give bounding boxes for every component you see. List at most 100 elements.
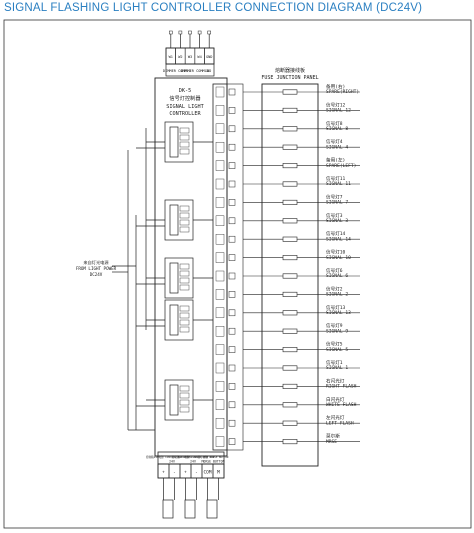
output-label-cn-17: 白闪光灯 bbox=[326, 396, 345, 403]
output-label-en-12: SIGNAL 13 bbox=[326, 310, 351, 316]
output-label-en-5: SIGNAL 11 bbox=[326, 181, 351, 187]
controller-terminal-inner-16 bbox=[215, 381, 225, 392]
output-label-en-9: SIGNAL 10 bbox=[326, 255, 351, 261]
relay-terminal-2-2 bbox=[179, 277, 190, 284]
fuse-panel-name-cn: 熔断器接线板 bbox=[275, 67, 305, 74]
controller-terminal-7 bbox=[228, 217, 236, 225]
relay-terminal-2-0 bbox=[179, 263, 190, 270]
bottom-short-1: 24V bbox=[169, 460, 175, 464]
controller-terminal-inner-1 bbox=[215, 105, 225, 116]
relay-terminal-3-0 bbox=[179, 305, 190, 312]
top-terminal-label-2: W3 bbox=[188, 55, 192, 59]
top-wire-end-1 bbox=[178, 30, 183, 35]
output-label-en-14: SIGNAL 5 bbox=[326, 347, 348, 353]
controller-terminal-inner-13 bbox=[215, 326, 225, 337]
controller-terminal-12 bbox=[228, 309, 236, 317]
output-label-en-1: SIGNAL 12 bbox=[326, 108, 351, 114]
fuse-15 bbox=[282, 365, 298, 371]
relay-module-inner-3 bbox=[169, 304, 179, 336]
top-label-box bbox=[165, 63, 215, 77]
controller-terminal-3 bbox=[228, 143, 236, 151]
relay-terminal-2-3 bbox=[179, 284, 190, 291]
fuse-17 bbox=[282, 402, 298, 408]
controller-terminal-10 bbox=[228, 272, 236, 280]
top-wire-end-3 bbox=[197, 30, 202, 35]
output-label-cn-4: 备用(左) bbox=[326, 157, 345, 164]
fuse-19 bbox=[282, 439, 298, 445]
fuse-8 bbox=[282, 236, 298, 242]
relay-terminal-3-2 bbox=[179, 319, 190, 326]
output-label-cn-2: 信号灯8 bbox=[326, 120, 343, 127]
controller-body bbox=[154, 77, 228, 457]
fuse-0 bbox=[282, 89, 298, 95]
diagram-title: SIGNAL FLASHING LIGHT CONTROLLER CONNECT… bbox=[4, 2, 423, 14]
top-label-dimmer-2: DIMMER COMM.2 bbox=[181, 69, 209, 73]
controller-terminal-inner-17 bbox=[215, 399, 225, 410]
top-terminal-label-0: W1 bbox=[169, 55, 173, 59]
output-label-cn-6: 信号灯7 bbox=[326, 193, 343, 200]
output-label-en-6: SIGNAL 7 bbox=[326, 200, 348, 206]
relay-terminal-4-2 bbox=[179, 399, 190, 406]
controller-terminal-11 bbox=[228, 291, 236, 298]
output-label-en-7: SIGNAL 3 bbox=[326, 218, 348, 224]
output-label-en-13: SIGNAL 9 bbox=[326, 328, 348, 334]
bottom-label-3: 莫尔斯键 MORSE BUTTON bbox=[198, 455, 229, 459]
output-label-en-18: LEFT FLASH bbox=[326, 420, 354, 426]
relay-terminal-1-1 bbox=[179, 212, 190, 219]
controller-terminal-inner-18 bbox=[215, 418, 225, 429]
top-terminal-label-4: GND bbox=[206, 55, 213, 59]
output-label-en-3: SIGNAL 4 bbox=[326, 144, 348, 150]
relay-terminal-0-2 bbox=[179, 141, 190, 148]
relay-terminal-1-2 bbox=[179, 219, 190, 226]
controller-terminal-inner-8 bbox=[215, 233, 225, 245]
fuse-7 bbox=[282, 218, 298, 224]
output-label-en-19: MRSE bbox=[326, 439, 337, 445]
relay-terminal-3-3 bbox=[179, 326, 190, 333]
relay-terminal-4-1 bbox=[179, 392, 190, 399]
output-label-cn-5: 信号灯11 bbox=[326, 175, 346, 182]
controller-terminal-inner-14 bbox=[215, 344, 225, 355]
fuse-panel bbox=[261, 83, 319, 467]
controller-terminal-inner-4 bbox=[215, 160, 225, 171]
fuse-3 bbox=[282, 144, 298, 150]
relay-module-inner-2 bbox=[169, 262, 179, 294]
output-label-cn-15: 信号灯1 bbox=[326, 359, 343, 366]
controller-terminal-0 bbox=[228, 88, 236, 96]
controller-name-en-2: CONTROLLER bbox=[169, 111, 201, 117]
controller-name-en-1: SIGNAL LIGHT bbox=[166, 104, 203, 110]
controller-terminal-inner-0 bbox=[215, 86, 225, 98]
relay-terminal-3-1 bbox=[179, 312, 190, 319]
fuse-4 bbox=[282, 163, 298, 169]
controller-terminal-14 bbox=[228, 346, 236, 353]
controller-terminal-inner-15 bbox=[215, 362, 225, 374]
fuse-panel-name-en: FUSE JUNCTION PANEL bbox=[261, 75, 318, 81]
output-label-en-4: SPARE(LEFT) bbox=[326, 163, 356, 169]
bottom-terminal-label-1: - bbox=[173, 471, 176, 476]
output-label-cn-1: 信号灯12 bbox=[326, 101, 346, 108]
relay-module-inner-1 bbox=[169, 204, 179, 236]
left-input-en-2: DC24V bbox=[90, 272, 103, 277]
bottom-connector-1 bbox=[162, 499, 174, 519]
fuse-18 bbox=[282, 420, 298, 426]
controller-terminal-19 bbox=[228, 438, 236, 445]
output-label-cn-12: 信号灯13 bbox=[326, 304, 346, 311]
bottom-short-2: 24V bbox=[190, 460, 196, 464]
controller-terminal-17 bbox=[228, 401, 236, 409]
fuse-16 bbox=[282, 383, 298, 389]
output-label-en-10: SIGNAL 6 bbox=[326, 273, 348, 279]
top-label-gnd: GND bbox=[205, 69, 212, 73]
controller-terminal-4 bbox=[228, 162, 236, 169]
output-label-en-16: RIGHT FLASH bbox=[326, 384, 357, 390]
bottom-label-1: 控制箱24V电源 CONTROL BOX POWER 24V bbox=[146, 455, 198, 459]
top-wire-end-4 bbox=[207, 30, 211, 35]
controller-terminal-16 bbox=[228, 383, 236, 390]
controller-terminal-15 bbox=[228, 364, 236, 372]
fuse-13 bbox=[282, 328, 298, 334]
top-wire-end-2 bbox=[188, 30, 192, 35]
bottom-terminal-label-0: + bbox=[162, 471, 165, 476]
output-label-cn-13: 信号灯9 bbox=[326, 322, 343, 329]
output-label-cn-7: 信号灯3 bbox=[326, 212, 343, 219]
controller-terminal-6 bbox=[228, 199, 236, 206]
controller-terminal-18 bbox=[228, 419, 236, 427]
